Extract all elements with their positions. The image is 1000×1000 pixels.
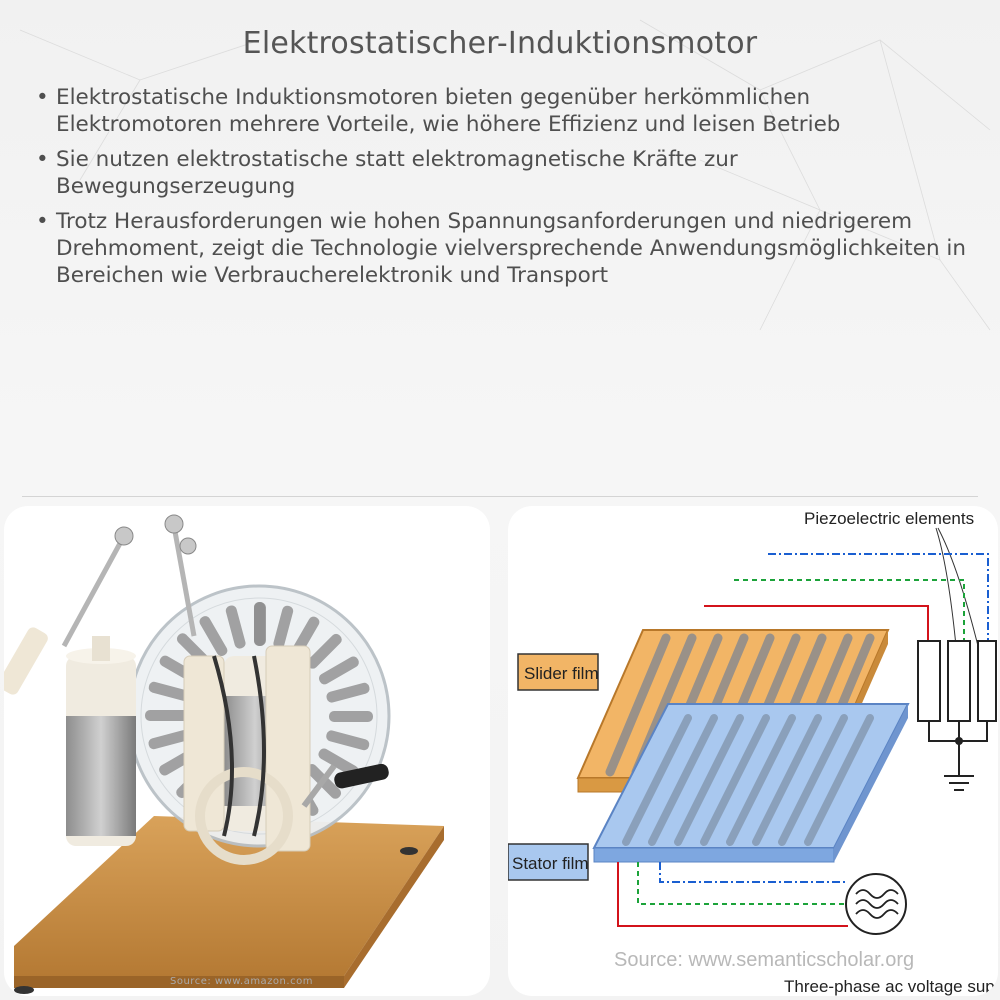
right-image-source: Source: www.semanticscholar.org [614, 949, 914, 971]
bullet-text: Elektrostatische Induktionsmotoren biete… [56, 85, 841, 137]
page-title: Elektrostatischer-Induktionsmotor [242, 26, 758, 61]
motor-schematic-diagram: Piezoelectric elements Sl [508, 509, 998, 996]
electrostatic-machine-illustration [4, 514, 444, 994]
bullet-dot: • [36, 209, 49, 234]
stator-film-label: Stator film [512, 854, 589, 873]
bullet-item: • Trotz Herausforderungen wie hohen Spann… [36, 208, 976, 289]
bullet-item: • Elektrostatische Induktionsmotoren biet… [36, 84, 976, 138]
supply-label: Three-phase ac voltage suppl [784, 977, 998, 996]
machine-photo-panel: Source: www.amazon.com [4, 506, 490, 996]
bullet-dot: • [36, 85, 49, 110]
background-network-decoration [19, 19, 991, 331]
piezo-label: Piezoelectric elements [804, 509, 974, 528]
bullet-list: • Elektrostatische Induktionsmotoren biet… [36, 84, 976, 297]
bullet-text: Sie nutzen elektrostatische statt elektr… [56, 147, 738, 199]
section-divider [22, 496, 978, 497]
bullet-item: • Sie nutzen elektrostatische statt elekt… [36, 146, 976, 200]
bullet-dot: • [36, 147, 49, 172]
slider-film-label: Slider film [524, 664, 599, 683]
left-image-source: Source: www.amazon.com [170, 976, 313, 987]
motor-schematic-panel: Piezoelectric elements Sl [508, 506, 998, 996]
bullet-text: Trotz Herausforderungen wie hohen Spannu… [56, 209, 967, 288]
